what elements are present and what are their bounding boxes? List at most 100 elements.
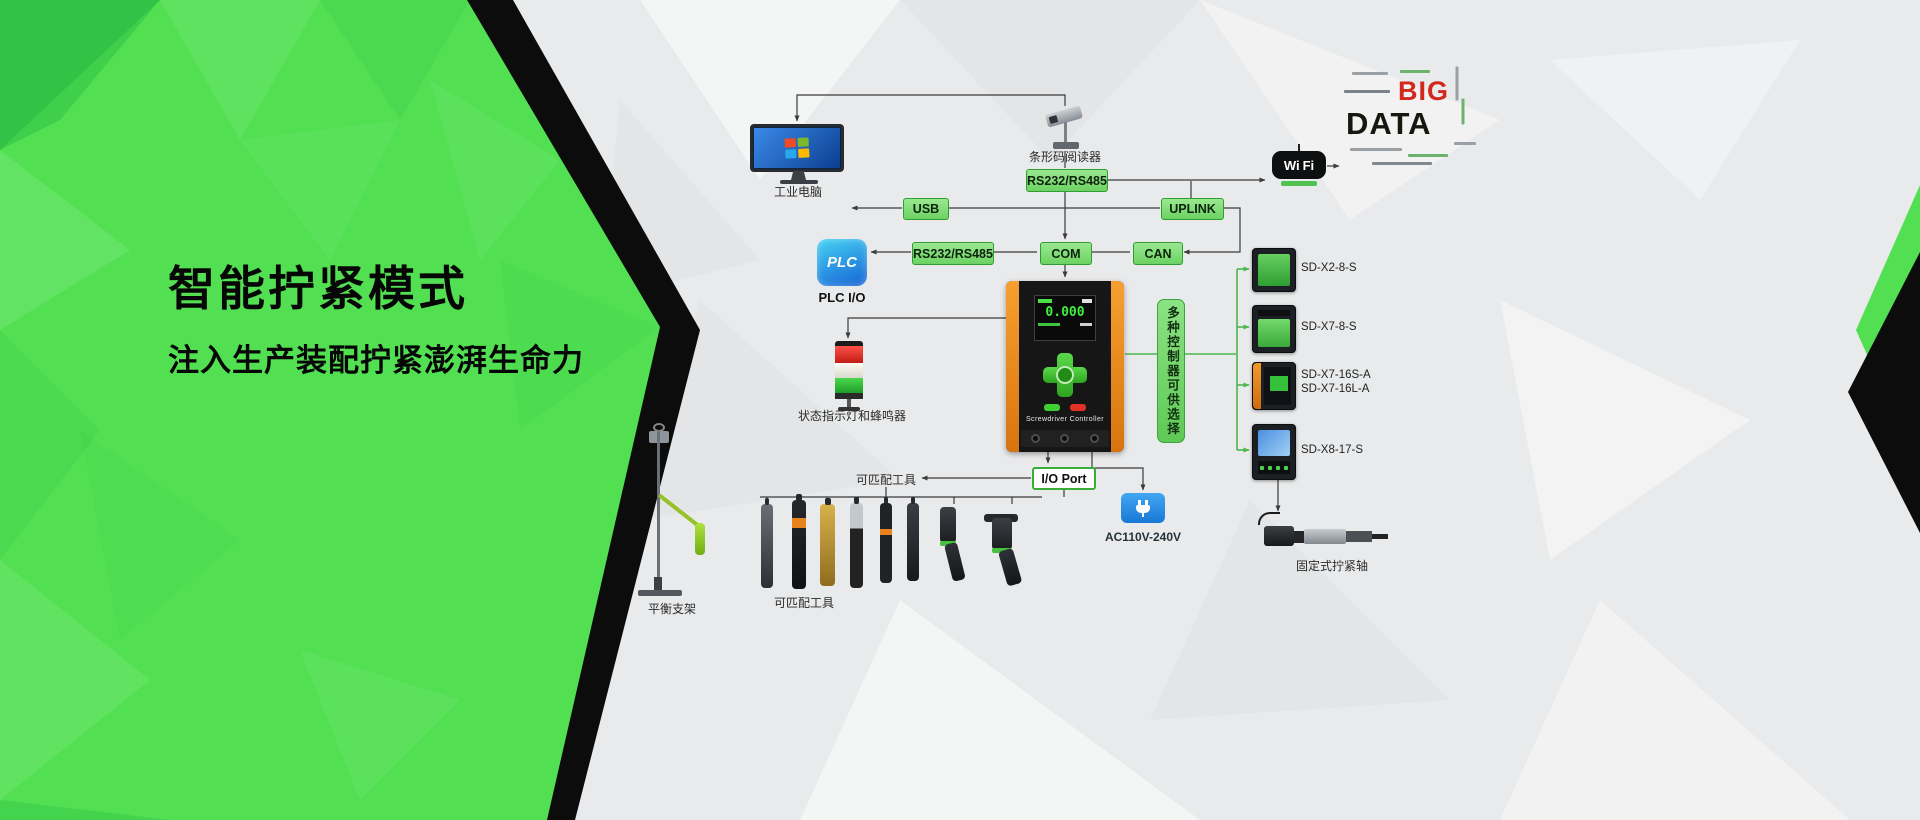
tool-screwdriver-1 bbox=[761, 498, 773, 588]
mini-controller-keys bbox=[1258, 461, 1290, 474]
io-port-box: I/O Port bbox=[1032, 467, 1096, 490]
connector-port bbox=[1031, 434, 1041, 443]
spindle-motor bbox=[1264, 526, 1294, 546]
tool-screwdriver-5 bbox=[880, 497, 892, 583]
mini-controller-screen bbox=[1258, 430, 1290, 456]
com-box: COM bbox=[1040, 242, 1092, 265]
key-dot bbox=[1276, 465, 1280, 470]
word-bar bbox=[1455, 66, 1459, 101]
stack-light-pole bbox=[847, 399, 851, 407]
tool-band bbox=[792, 518, 806, 528]
mini-controller-panel bbox=[1258, 319, 1290, 347]
monitor-screen bbox=[754, 128, 840, 168]
tool-screwdriver-6 bbox=[907, 497, 919, 581]
triangle-facets bbox=[640, 0, 1850, 820]
controller-model-sd-x7-16 bbox=[1252, 362, 1296, 410]
spindle-cable bbox=[1258, 512, 1280, 525]
hero-text: 智能拧紧模式 注入生产装配拧紧澎湃生命力 bbox=[168, 250, 584, 380]
controller-connectors bbox=[1021, 430, 1109, 447]
stack-light-green bbox=[835, 378, 863, 393]
word-bar bbox=[1372, 162, 1432, 165]
green-arrow-banner bbox=[0, 0, 700, 820]
plug-body bbox=[1136, 504, 1150, 513]
pistol-handle bbox=[998, 547, 1023, 587]
connector-port bbox=[1089, 434, 1099, 443]
lcd-bar bbox=[1080, 323, 1092, 326]
pistol-handle bbox=[944, 541, 966, 582]
black-chevron-shape bbox=[0, 0, 700, 820]
tool-screwdriver-3 bbox=[820, 498, 835, 586]
right-black-chevron bbox=[1848, 252, 1920, 533]
controller-orange-strip-left bbox=[1006, 281, 1019, 452]
red-button bbox=[1070, 404, 1086, 411]
model-label-4: SD-X8-17-S bbox=[1301, 444, 1363, 456]
compatible-tools-label-top: 可匹配工具 bbox=[855, 473, 916, 487]
big-data-big-text: BIG bbox=[1398, 76, 1450, 106]
spindle-cylinder bbox=[1304, 529, 1346, 544]
wifi-icon: Wi Fi bbox=[1272, 144, 1326, 186]
model-label-3a: SD-X7-16S-A bbox=[1301, 369, 1371, 381]
plug-stem bbox=[1142, 512, 1144, 517]
lcd-bar bbox=[1038, 323, 1060, 326]
lcd-top-row bbox=[1038, 299, 1092, 303]
stand-balancer bbox=[695, 523, 705, 555]
mini-controller-panel bbox=[1258, 254, 1290, 286]
dpad-ok-button bbox=[1056, 366, 1074, 384]
mini-controller-top bbox=[1258, 310, 1290, 316]
green-button bbox=[1044, 404, 1060, 411]
lcd-bottom-row bbox=[1038, 323, 1092, 326]
hero-title: 智能拧紧模式 bbox=[168, 262, 468, 315]
word-bar bbox=[1350, 148, 1402, 151]
stack-light-base bbox=[835, 393, 863, 399]
word-bar bbox=[1408, 154, 1448, 157]
plug-prong bbox=[1145, 499, 1148, 505]
barcode-scanner-neck bbox=[1064, 122, 1067, 142]
green-wires bbox=[1125, 266, 1250, 453]
mini-controller-screen bbox=[1270, 376, 1288, 391]
word-bar bbox=[1344, 90, 1390, 93]
stand-pole bbox=[657, 431, 660, 579]
hero-subtitle: 注入生产装配拧紧澎湃生命力 bbox=[168, 343, 584, 378]
stack-light-foot bbox=[838, 407, 860, 411]
tool-screwdriver-4 bbox=[850, 497, 863, 588]
plug-prong bbox=[1138, 499, 1141, 505]
industrial-pc-monitor bbox=[750, 124, 844, 184]
uplink-box: UPLINK bbox=[1161, 198, 1224, 220]
stand-base bbox=[638, 590, 682, 596]
wifi-label-fi: Fi bbox=[1302, 157, 1315, 173]
fixed-spindle-icon bbox=[1256, 512, 1396, 556]
ac-power-icon bbox=[1121, 493, 1165, 523]
model-label-1: SD-X2-8-S bbox=[1301, 262, 1357, 274]
windows-pane-yellow bbox=[798, 148, 810, 158]
monitor-base bbox=[780, 180, 818, 184]
stack-light-white bbox=[835, 363, 863, 378]
word-bar bbox=[1400, 70, 1430, 73]
windows-pane-green bbox=[797, 137, 809, 147]
key-dot bbox=[1260, 465, 1264, 470]
wifi-base bbox=[1281, 181, 1317, 186]
key-dot bbox=[1268, 465, 1272, 470]
controller-name-text: Screwdriver Controller bbox=[1025, 416, 1105, 423]
windows-pane-blue bbox=[785, 149, 797, 159]
controller-lcd-screen: 0.000 bbox=[1034, 295, 1096, 341]
green-chevron-shape bbox=[0, 0, 660, 820]
pistol-body bbox=[992, 518, 1012, 550]
key-dot bbox=[1284, 465, 1288, 470]
rs232-rs485-box-top: RS232/RS485 bbox=[1026, 169, 1108, 192]
lcd-bar bbox=[1038, 299, 1052, 303]
usb-box: USB bbox=[903, 198, 949, 220]
balance-stand-icon bbox=[633, 423, 738, 601]
controller-model-sd-x2 bbox=[1252, 248, 1296, 292]
pistol-body bbox=[940, 507, 956, 543]
spindle-tip bbox=[1372, 534, 1388, 539]
controller-orange-strip-right bbox=[1111, 281, 1124, 452]
right-green-chevron bbox=[1856, 185, 1920, 473]
wifi-antenna bbox=[1298, 144, 1300, 152]
model-label-3b: SD-X7-16L-A bbox=[1301, 383, 1370, 395]
tool-pistol-driver-2 bbox=[984, 512, 1040, 587]
controller-model-sd-x7-8 bbox=[1252, 305, 1296, 353]
